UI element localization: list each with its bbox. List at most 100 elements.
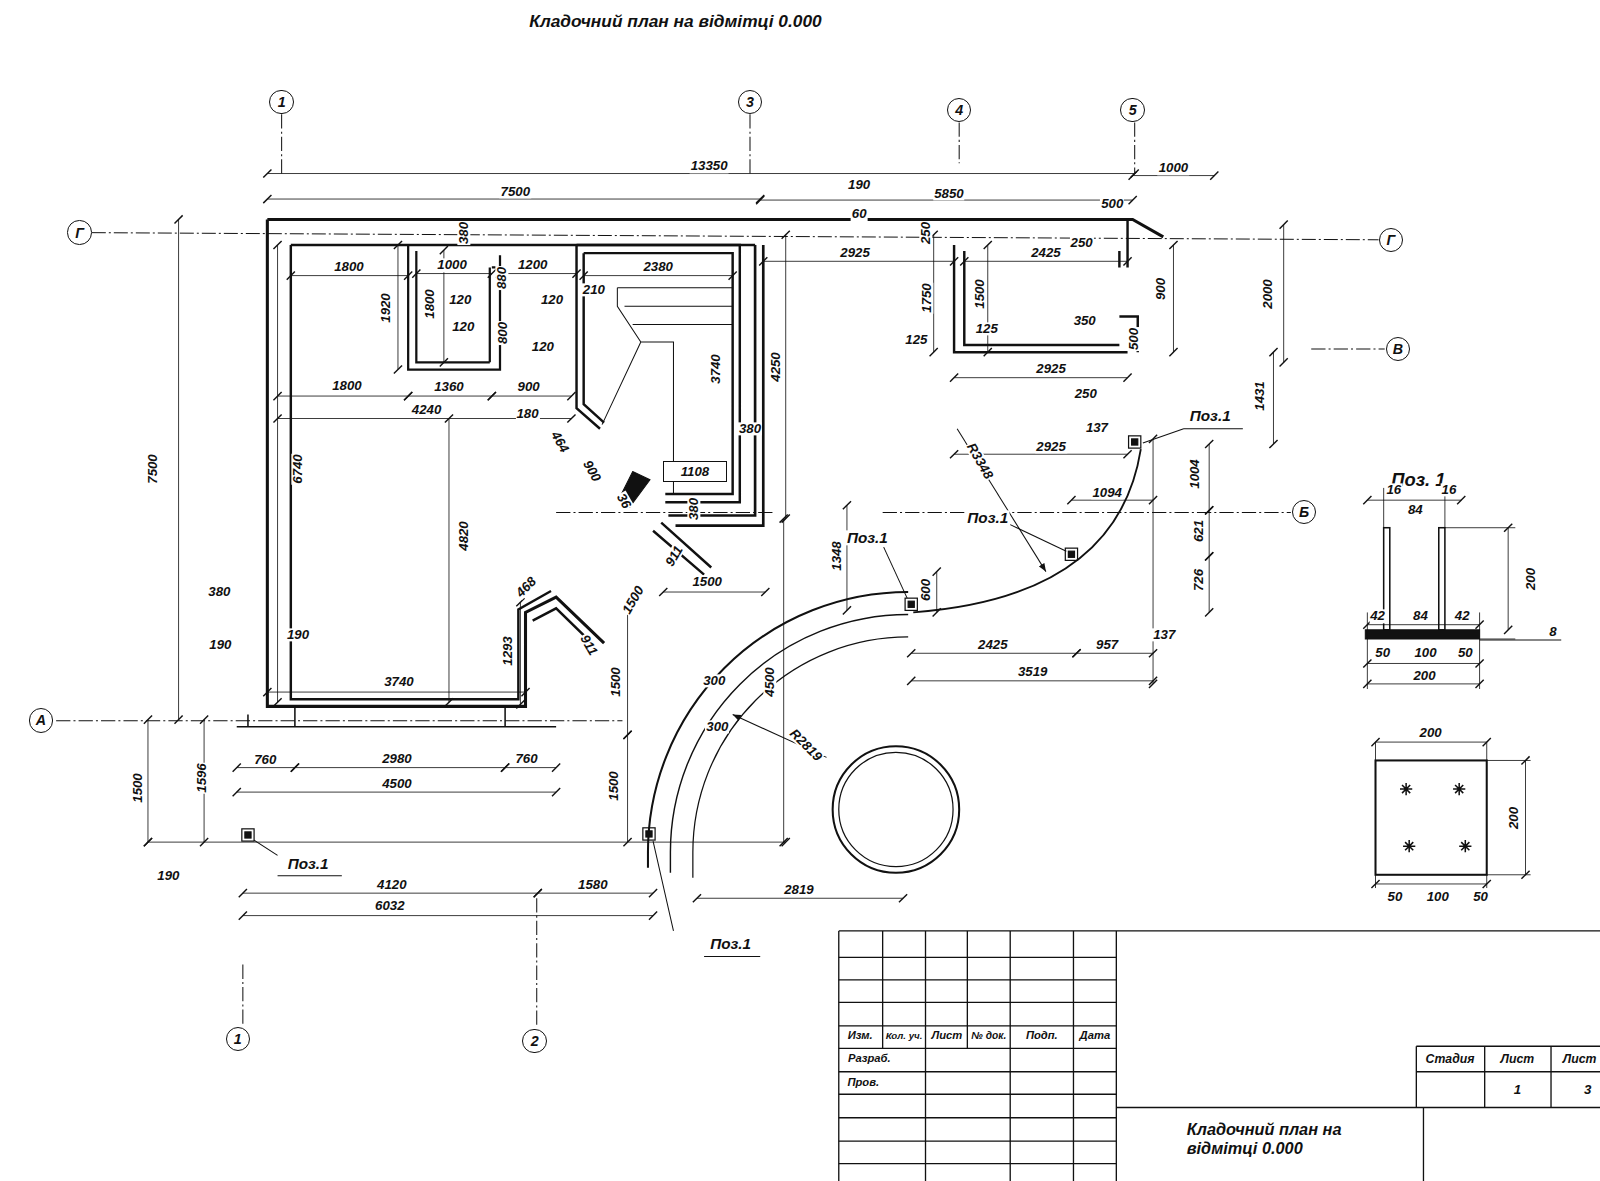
drawing-stroke	[839, 752, 953, 866]
drawing-stroke	[1376, 883, 1487, 884]
drawing-stroke	[233, 788, 241, 796]
drawing-stroke	[144, 838, 152, 846]
drawing-stroke	[839, 931, 1600, 1181]
drawing-stroke	[567, 414, 575, 422]
drawing-stroke	[782, 838, 790, 846]
drawing-stroke	[1010, 525, 1066, 552]
table-cell: Изм.	[847, 1030, 874, 1041]
table-cell: Кол. уч.	[885, 1031, 924, 1041]
title-block	[839, 931, 1600, 1181]
dimension-label: 1000	[436, 259, 467, 272]
drawing-stroke	[577, 245, 740, 502]
drawing-stroke	[412, 269, 420, 277]
axis-line	[92, 233, 1379, 240]
drawing-stroke	[697, 898, 903, 899]
drawing-stroke	[273, 392, 281, 400]
drawing-stroke	[759, 257, 767, 265]
table-cell: Пров.	[846, 1077, 880, 1088]
drawing-stroke	[404, 272, 412, 280]
dimension-label: 4500	[764, 666, 777, 697]
drawing-stroke	[440, 246, 448, 254]
drawing-stroke	[646, 831, 652, 837]
drawing-stroke	[534, 889, 542, 897]
dimension-label: 2000	[1262, 278, 1275, 309]
dimension-label: 2425	[1030, 246, 1061, 259]
drawing-stroke	[287, 272, 295, 280]
dimension-label: 1348	[830, 540, 843, 571]
drawing-stroke	[930, 348, 938, 356]
axis-bubble: Г	[1379, 228, 1403, 252]
drawing-stroke	[649, 912, 657, 920]
drawing-stroke	[1149, 680, 1157, 688]
drawing-stroke	[1521, 871, 1529, 879]
drawing-stroke	[277, 245, 278, 702]
node-text: А	[36, 713, 46, 727]
dimension-label: 1800	[333, 261, 364, 274]
dimension-label: 900	[1155, 277, 1168, 301]
dimension-label: 250	[1070, 236, 1094, 249]
drawing-stroke	[291, 764, 299, 772]
dimension-label: 1293	[502, 635, 515, 666]
node-text: Г	[1386, 233, 1395, 247]
drawing-stroke	[907, 649, 915, 657]
dimension-label: 1094	[1091, 486, 1122, 499]
drawing-stroke	[488, 392, 496, 400]
drawing-stroke	[263, 169, 271, 177]
drawing-stroke	[950, 450, 958, 458]
dimension-label: 120	[540, 293, 564, 306]
dimension-label: 7500	[146, 454, 159, 485]
drawing-stroke	[520, 602, 521, 704]
drawing-stroke	[659, 588, 667, 596]
table-cell: № док.	[970, 1031, 1007, 1041]
dimension-label: 60	[851, 208, 868, 221]
dimension-label: 2980	[381, 753, 412, 766]
dimension-label: 6740	[291, 454, 304, 485]
table-cell: Лист	[1500, 1053, 1536, 1065]
dimension-label: 1360	[433, 380, 464, 393]
drawing-stroke	[394, 365, 402, 373]
dimension-label: 760	[514, 753, 538, 766]
dimension-box: 1108	[663, 461, 726, 481]
drawing-stroke	[1149, 435, 1157, 443]
dimension-label: 900	[517, 380, 541, 393]
dimension-label: 42	[1454, 610, 1471, 623]
dimension-label: 125	[975, 322, 999, 335]
dimension-label: 350	[1073, 315, 1097, 328]
dimension-label: 4240	[411, 404, 442, 417]
drawing-stroke	[534, 889, 542, 897]
drawing-stroke	[1439, 528, 1445, 630]
drawing-stroke	[1367, 663, 1479, 664]
drawing-stroke	[729, 272, 737, 280]
walls	[237, 219, 1164, 726]
drawing-stroke	[237, 767, 295, 768]
dimension-label: 1596	[195, 762, 208, 793]
node-text: В	[1393, 342, 1403, 356]
drawing-stroke	[1376, 742, 1487, 743]
dimension-label: 120	[448, 293, 472, 306]
node-text: 3	[746, 95, 754, 109]
drawing-stroke	[267, 692, 525, 693]
drawing-stroke	[404, 392, 412, 400]
drawing-stroke	[291, 275, 408, 276]
drawing-stroke	[1116, 1046, 1600, 1181]
table-cell: Стадия	[1425, 1053, 1476, 1065]
drawing-stroke	[1210, 171, 1218, 179]
node-text: 1	[234, 1032, 242, 1046]
drawing-stroke	[933, 608, 941, 616]
dimension-label: 137	[1085, 421, 1109, 434]
dimension-label: 2819	[783, 883, 814, 896]
drawing-stroke	[693, 894, 701, 902]
drawing-stroke	[954, 219, 1138, 352]
drawing-stroke	[1205, 506, 1213, 514]
drawing-stroke	[178, 219, 179, 719]
drawing-stroke	[1457, 496, 1465, 504]
drawing-stroke	[1129, 171, 1137, 179]
drawing-stroke	[933, 568, 941, 576]
dimension-label: 1500	[608, 770, 621, 801]
dimension-label: 200	[1412, 669, 1436, 682]
drawing-stroke	[580, 272, 588, 280]
drawing-stroke	[148, 842, 786, 843]
drawing-stroke	[1365, 630, 1479, 639]
sheet-title: Кладочний план на відмітці 0.000	[1186, 1120, 1370, 1158]
